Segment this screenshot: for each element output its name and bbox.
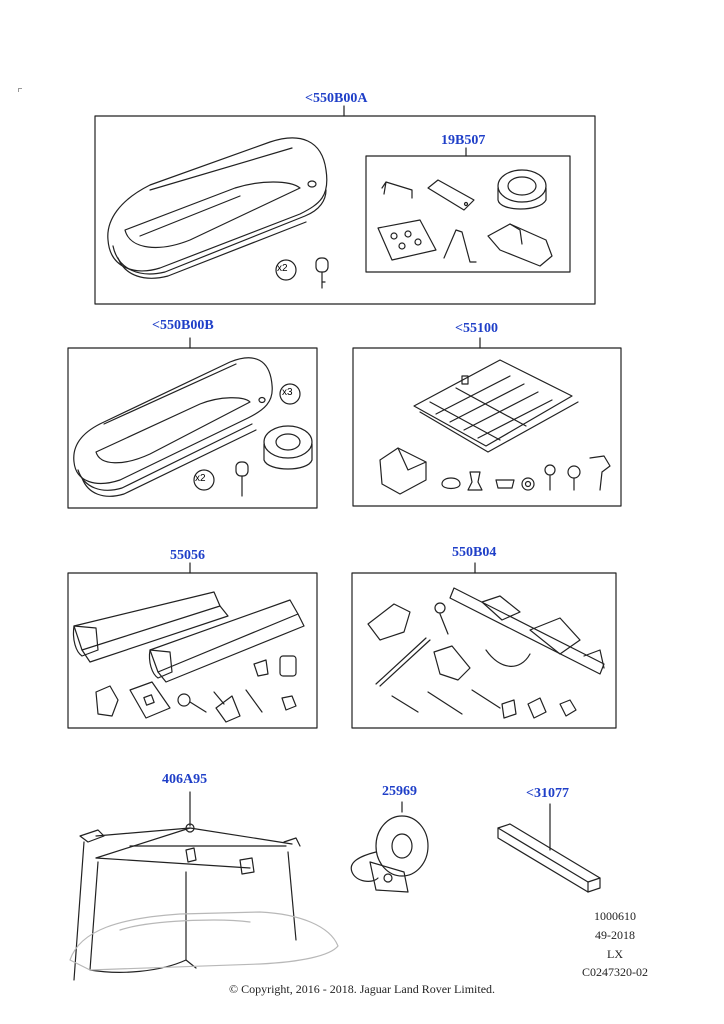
ratchet-strap-illustration[interactable]	[350, 801, 429, 893]
panel-roof-box-large	[94, 115, 596, 305]
callout-storage-hoist[interactable]: 406A95	[162, 772, 208, 787]
callout-rail-profile[interactable]: <31077	[526, 786, 569, 801]
fitting-kit-illustration[interactable]	[377, 169, 553, 267]
callout-fitting-kit[interactable]: 19B507	[441, 133, 486, 148]
callout-ski-carrier[interactable]: 55056	[170, 548, 205, 563]
rail-profile-illustration[interactable]	[497, 803, 601, 893]
keys-a-illustration	[275, 257, 329, 289]
date-code: 49-2018	[595, 928, 635, 942]
callout-roof-box-medium[interactable]: <550B00B	[152, 318, 214, 333]
callout-roof-box-large[interactable]: <550B00A	[305, 91, 368, 106]
callout-ratchet-strap[interactable]: 25969	[382, 784, 417, 799]
roof-box-silhouette	[69, 911, 339, 971]
roof-box-medium-illustration[interactable]	[73, 357, 273, 497]
model-code: LX	[607, 947, 623, 961]
roof-box-large-illustration[interactable]	[107, 137, 328, 279]
luggage-basket-illustration[interactable]	[413, 359, 579, 453]
panel-ski-carrier	[67, 572, 318, 729]
cycle-fittings-illustration	[367, 602, 577, 719]
storage-hoist-illustration[interactable]	[73, 791, 301, 981]
callout-cycle-carrier[interactable]: 550B04	[452, 545, 497, 560]
strap-roll-illustration	[263, 383, 313, 470]
quantity-keys-a: x2	[277, 263, 288, 274]
ski-carrier-illustration[interactable]	[72, 591, 305, 683]
cycle-carrier-illustration[interactable]	[449, 587, 605, 675]
callout-luggage-basket[interactable]: <55100	[455, 321, 498, 336]
panel-fitting-kit	[365, 155, 571, 273]
quantity-straps-b: x3	[282, 387, 293, 398]
keys-b-illustration	[193, 461, 249, 497]
illustration-id: C0247320-02	[582, 965, 648, 979]
panel-roof-box-medium	[67, 347, 318, 509]
copyright-notice: © Copyright, 2016 - 2018. Jaguar Land Ro…	[228, 982, 496, 996]
basket-fittings-illustration	[379, 447, 611, 495]
corner-mark	[18, 88, 22, 92]
quantity-keys-b: x2	[195, 473, 206, 484]
ref-number: 1000610	[594, 909, 636, 923]
ski-fittings-illustration	[95, 655, 297, 723]
panel-cycle-carrier	[351, 572, 617, 729]
panel-luggage-basket	[352, 347, 622, 507]
